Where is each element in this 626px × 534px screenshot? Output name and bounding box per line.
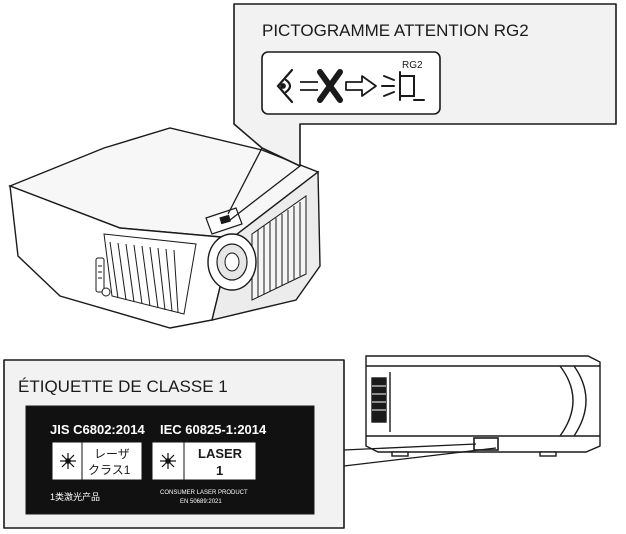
jp-class-line2: クラス1	[88, 463, 131, 477]
eye-icon	[276, 68, 294, 104]
rg2-callout-title: PICTOGRAMME ATTENTION RG2	[262, 21, 529, 40]
rg2-leader-lines	[227, 147, 301, 221]
rg2-callout: PICTOGRAMME ATTENTION RG2	[233, 3, 617, 167]
x-mark-icon	[317, 69, 343, 103]
laser-line2: 1	[216, 463, 223, 478]
rg2-pictogram-location	[219, 214, 231, 225]
rg2-symbol-tag: RG2	[402, 60, 423, 71]
class1-callout: ÉTIQUETTE DE CLASSE 1 JIS C6802:2014 IEC…	[3, 359, 345, 529]
laser-starburst-icon	[60, 453, 76, 469]
projector-side-view	[365, 355, 601, 457]
jp-class-line1: レーザ	[94, 447, 130, 461]
projector-perspective-view	[8, 127, 321, 329]
class1-callout-title: ÉTIQUETTE DE CLASSE 1	[18, 377, 228, 396]
standard-jis: JIS C6802:2014	[50, 422, 145, 437]
class1-leader-lines	[343, 443, 497, 467]
control-panel	[95, 257, 111, 297]
projector-lens	[207, 233, 257, 291]
laser-starburst-icon	[160, 453, 176, 469]
cn-product: 1类激光产品	[50, 491, 100, 502]
consumer-standard: EN 50689:2021	[180, 499, 222, 505]
standard-iec: IEC 60825-1:2014	[160, 422, 267, 437]
consumer-laser-product: CONSUMER LASER PRODUCT	[160, 490, 248, 496]
projector-light-icon	[381, 71, 425, 101]
class1-label: JIS C6802:2014 IEC 60825-1:2014 レーザ クラス1	[25, 405, 315, 515]
laser-line1: LASER	[198, 446, 243, 461]
